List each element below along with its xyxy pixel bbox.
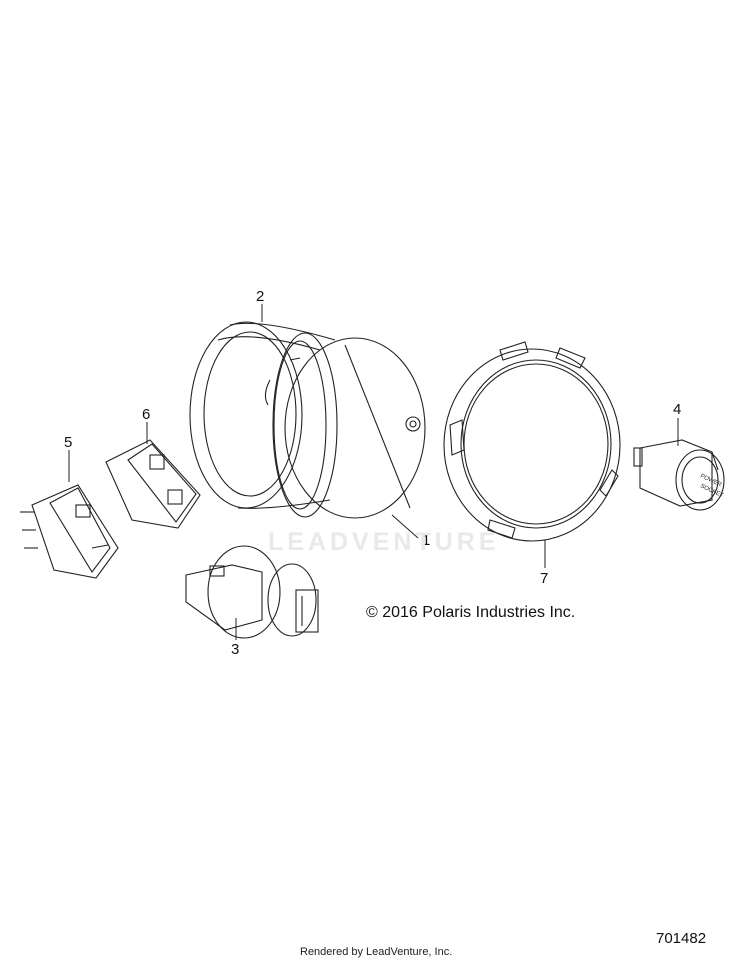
part-5-rocker-switch xyxy=(20,484,119,579)
callout-7: 7 xyxy=(540,570,548,587)
callout-5: 5 xyxy=(64,434,72,451)
watermark: LEADVENTURE xyxy=(268,528,500,556)
callout-4: 4 xyxy=(673,401,681,418)
copyright-notice: © 2016 Polaris Industries Inc. xyxy=(366,604,576,621)
rendered-by-credit: Rendered by LeadVenture, Inc. xyxy=(300,946,453,958)
leader-line-1 xyxy=(391,514,419,539)
part-4-power-socket xyxy=(633,439,725,511)
part-1-gauge-face xyxy=(264,332,426,519)
callout-3: 3 xyxy=(231,641,239,658)
part-7-bezel-ring xyxy=(443,341,621,542)
callout-6: 6 xyxy=(142,406,150,423)
callout-2: 2 xyxy=(256,288,264,305)
part-3-ignition-switch xyxy=(185,545,319,639)
part-2-gauge-housing xyxy=(189,321,336,509)
part-6-rocker-switch xyxy=(105,439,201,529)
drawing-number: 701482 xyxy=(656,930,707,947)
callout-1: 1 xyxy=(422,532,430,549)
